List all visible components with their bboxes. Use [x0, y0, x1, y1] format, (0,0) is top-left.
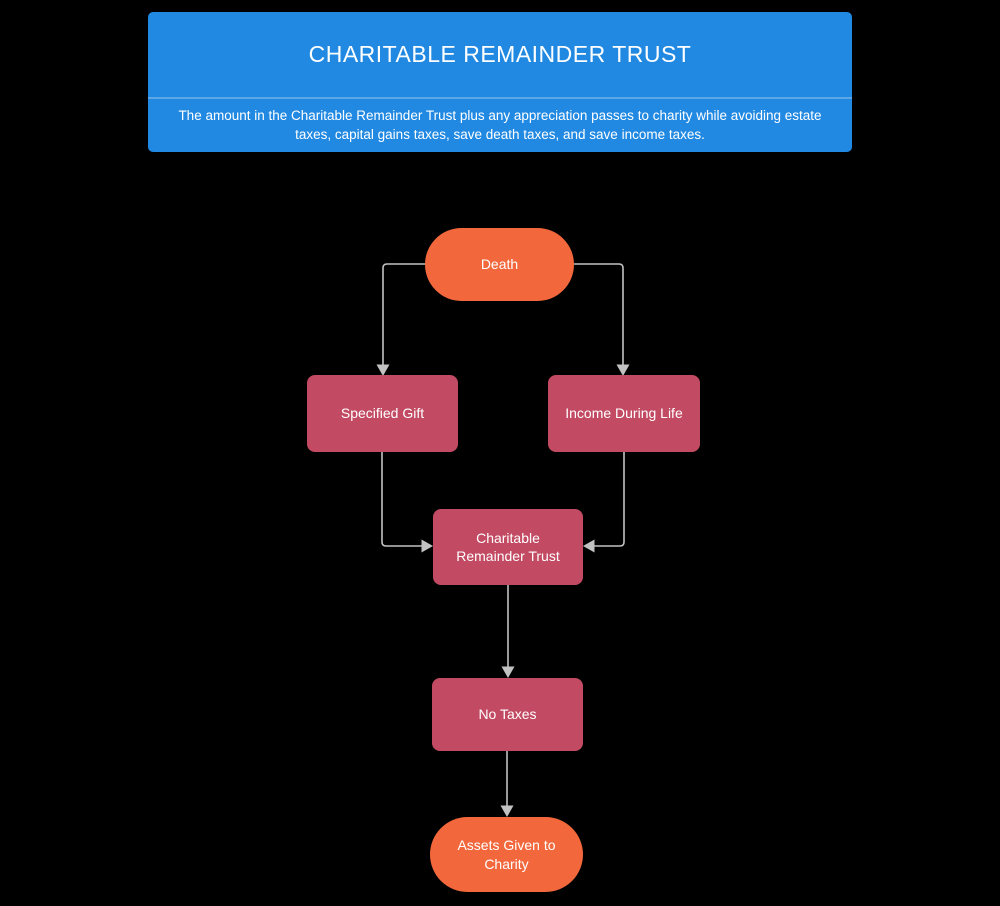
node-no-taxes-label: No Taxes	[478, 706, 537, 723]
node-assets-given-to-charity-label: Assets Given to Charity	[457, 837, 556, 872]
node-death[interactable]: Death	[425, 228, 574, 301]
connector-no-taxes-to-assets	[500, 751, 514, 817]
node-income-during-life[interactable]: Income During Life	[548, 375, 700, 452]
node-specified-gift[interactable]: Specified Gift	[307, 375, 458, 452]
connector-death-to-specified-gift	[376, 263, 425, 376]
connector-crt-to-no-taxes	[501, 585, 515, 678]
node-death-label: Death	[480, 256, 519, 273]
node-charitable-remainder-trust-label: Charitable Remainder Trust	[456, 529, 560, 564]
diagram-subtitle: The amount in the Charitable Remainder T…	[148, 99, 852, 152]
header-banner: CHARITABLE REMAINDER TRUST The amount in…	[148, 12, 852, 152]
node-income-during-life-label: Income During Life	[565, 405, 683, 422]
node-no-taxes[interactable]: No Taxes	[432, 678, 583, 751]
diagram-subtitle-text: The amount in the Charitable Remainder T…	[178, 108, 822, 142]
connector-income-during-life-to-crt	[583, 452, 625, 553]
node-specified-gift-label: Specified Gift	[340, 405, 425, 422]
header-divider	[148, 97, 852, 99]
node-charitable-remainder-trust[interactable]: Charitable Remainder Trust	[433, 509, 583, 585]
diagram-title: CHARITABLE REMAINDER TRUST	[308, 41, 692, 67]
connector-specified-gift-to-crt	[381, 452, 433, 553]
node-assets-given-to-charity[interactable]: Assets Given to Charity	[430, 817, 583, 892]
connector-death-to-income-during-life	[574, 263, 630, 376]
